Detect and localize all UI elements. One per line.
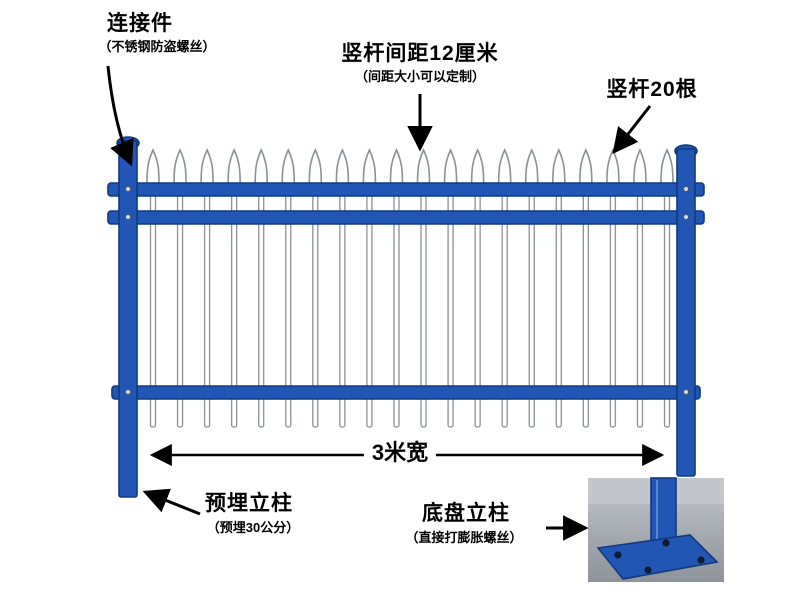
label-base-plate-title: 底盘立柱 (422, 502, 510, 525)
fence-vertical-bars (146, 148, 674, 428)
bar-count-arrow-icon (612, 105, 652, 155)
picket-loop-top (660, 148, 674, 185)
label-connector-title: 连接件 (107, 12, 173, 35)
picket-loop-top (470, 148, 485, 185)
picket-loop-top (551, 148, 566, 185)
base-plate-photo (588, 477, 724, 582)
embedded-post-arrow-icon (142, 488, 201, 516)
picket-loop-top (362, 148, 377, 185)
connector-arrow-icon (106, 65, 134, 167)
picket-loop-top (389, 148, 404, 185)
picket-loop-top (524, 148, 539, 185)
picket-loop-top (443, 148, 458, 185)
label-bar-spacing-subtitle: （间距大小可以定制） (354, 69, 486, 84)
picket-loop-top (173, 148, 187, 185)
picket-loop-top (254, 148, 269, 185)
label-connector-subtitle: （不锈钢防盗螺丝） (98, 39, 216, 54)
rail-top-1 (107, 182, 705, 197)
label-bar-count: 竖杆20根 (606, 78, 698, 101)
label-bar-spacing-title: 竖杆间距12厘米 (341, 42, 499, 65)
rail-top-2 (107, 210, 705, 225)
label-embedded-post-title: 预埋立柱 (205, 492, 293, 515)
right-post (674, 144, 698, 477)
picket-loop-top (497, 148, 512, 185)
picket-loop-top (227, 148, 241, 185)
label-base-plate-subtitle: （直接打膨胀螺丝） (405, 530, 523, 545)
picket-loop-top (146, 148, 160, 185)
picket-loop-top (579, 148, 593, 185)
picket-loop-top (200, 148, 214, 185)
picket-loop-top (416, 148, 431, 185)
picket-loop-top (308, 148, 323, 185)
picket-loop-top (335, 148, 350, 185)
connector-bolts (124, 185, 690, 396)
rail-bottom (111, 385, 701, 400)
picket-loop-top (633, 148, 647, 185)
label-width: 3米宽 (363, 440, 437, 466)
picket-loop-top (606, 148, 620, 185)
picket-loop-top (281, 148, 296, 185)
label-embedded-post-subtitle: （预埋30公分） (206, 520, 300, 535)
